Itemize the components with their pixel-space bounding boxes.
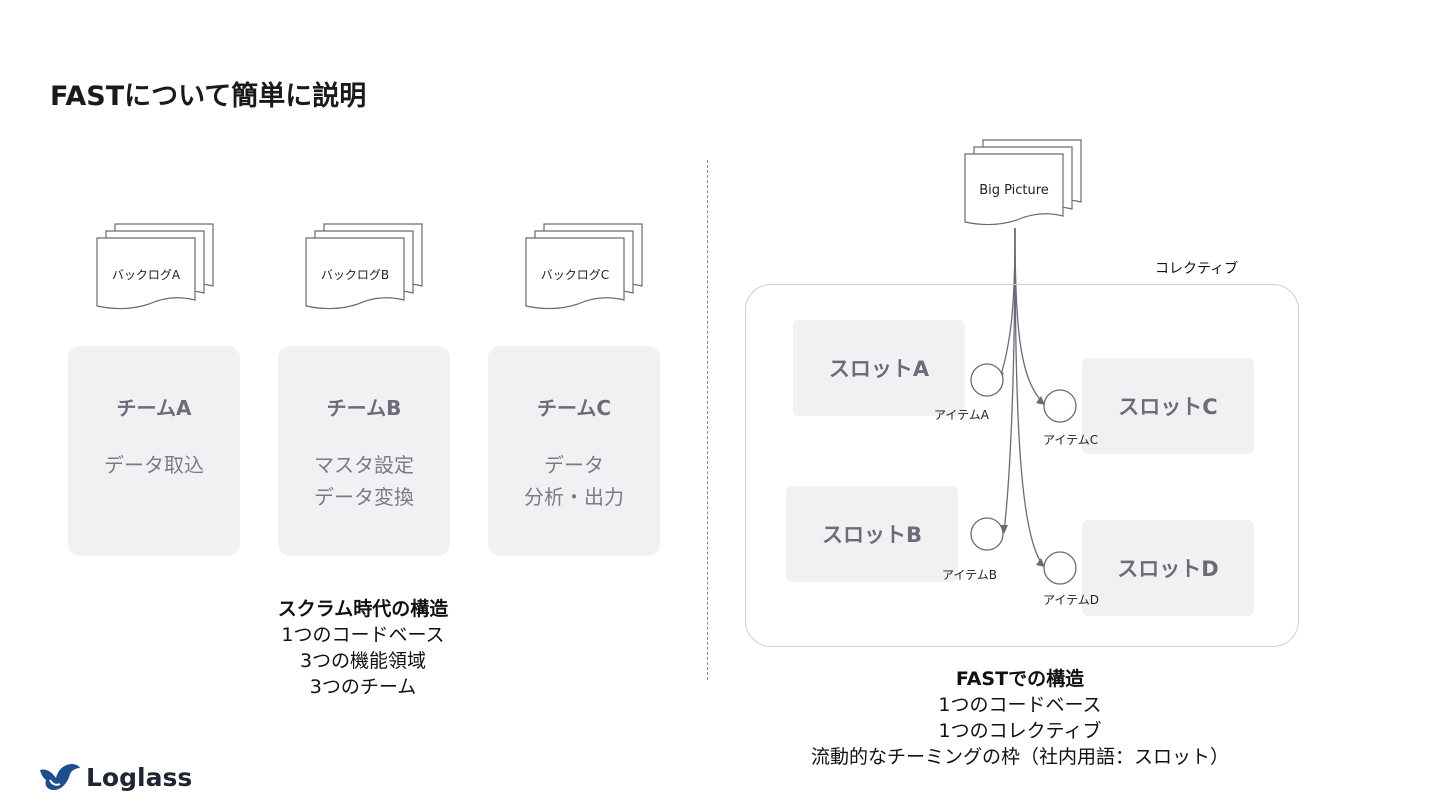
backlog-c-label: バックログC	[540, 268, 610, 282]
team-desc-line: データ変換	[314, 485, 414, 509]
scrum-caption: スクラム時代の構造 1つのコードベース 3つの機能領域 3つのチーム	[218, 596, 508, 700]
slot-d: スロットD	[1082, 520, 1254, 616]
arrow-to-item-d	[1014, 227, 1045, 567]
team-name: チームA	[116, 396, 192, 420]
fast-caption-title: FASTでの構造	[955, 668, 1085, 690]
item-c-circle	[1043, 389, 1077, 423]
team-card-c: チームC データ 分析・出力	[488, 346, 660, 556]
team-desc-line: 分析・出力	[524, 485, 624, 509]
slot-a: スロットA	[793, 320, 965, 416]
page-title: FASTについて簡単に説明	[50, 81, 367, 112]
team-name: チームC	[536, 396, 612, 420]
fast-caption-line: 1つのコレクティブ	[938, 720, 1102, 742]
item-a-label: アイテムA	[934, 408, 990, 422]
scrum-caption-line: 1つのコードベース	[281, 624, 445, 646]
team-name: チームB	[326, 396, 402, 420]
collective-label: コレクティブ	[1155, 261, 1239, 277]
fast-caption: FASTでの構造 1つのコードベース 1つのコレクティブ 流動的なチーミングの枠…	[780, 666, 1260, 770]
logo: Loglass	[38, 760, 192, 794]
loglass-bird-icon	[40, 764, 80, 790]
logo-text: Loglass	[86, 762, 193, 792]
item-d-label: アイテムD	[1043, 593, 1100, 607]
item-b-circle	[970, 517, 1004, 551]
team-card-a: チームA データ取込	[68, 346, 240, 556]
scrum-caption-line: 3つのチーム	[309, 676, 417, 698]
item-c-label: アイテムC	[1043, 433, 1099, 447]
team-card-b: チームB マスタ設定 データ変換	[278, 346, 450, 556]
fast-caption-line: 1つのコードベース	[938, 694, 1102, 716]
big-picture-label: Big Picture	[979, 183, 1049, 198]
team-desc-line: データ	[544, 453, 604, 477]
team-desc-line: データ取込	[104, 453, 204, 477]
fast-caption-line: 流動的なチーミングの枠（社内用語：スロット）	[810, 746, 1229, 768]
backlog-a-label: バックログA	[111, 268, 181, 282]
item-d-circle	[1043, 551, 1077, 585]
backlog-b-label: バックログB	[320, 268, 390, 282]
scrum-caption-title: スクラム時代の構造	[277, 598, 449, 620]
item-a-circle	[970, 363, 1004, 397]
section-divider	[707, 160, 708, 680]
slot-c: スロットC	[1082, 358, 1254, 454]
slot-b: スロットB	[786, 486, 958, 582]
collective-box	[745, 284, 1299, 647]
item-b-label: アイテムB	[942, 568, 998, 582]
team-desc-line: マスタ設定	[314, 453, 414, 477]
scrum-caption-line: 3つの機能領域	[299, 650, 427, 672]
